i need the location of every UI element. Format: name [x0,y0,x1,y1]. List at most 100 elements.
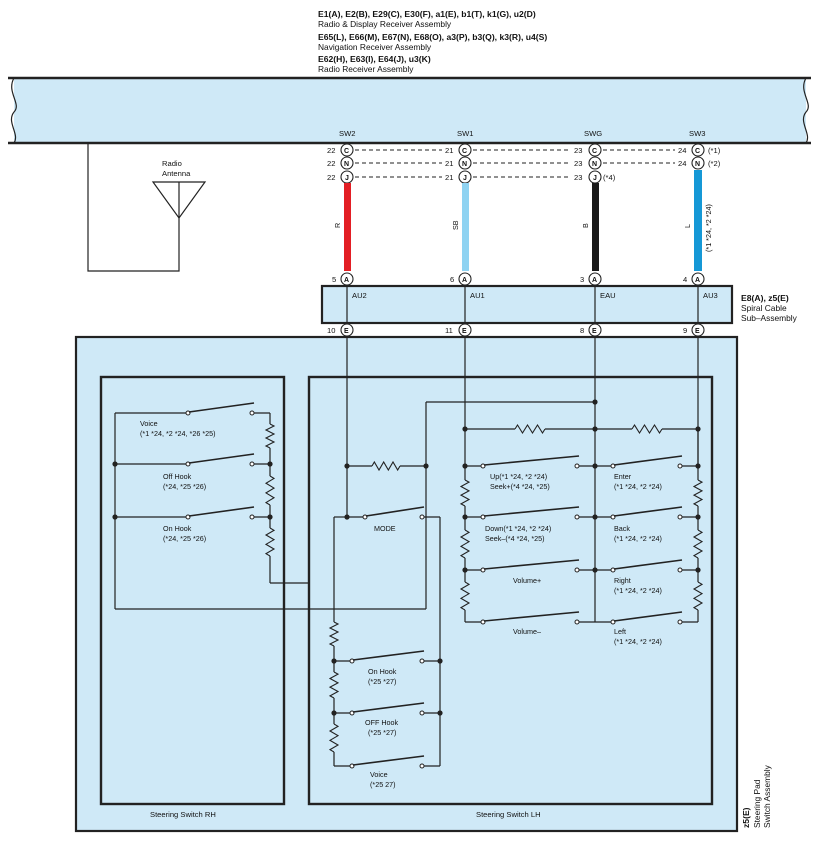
rh-voice-note: (*1 *24, *2 *24, *26 *25) [140,429,216,438]
resistor [328,671,340,699]
resistor [264,527,276,557]
switch-blade [483,559,580,570]
rh-onhook-label: On Hook [163,524,192,533]
switch-blade [613,559,683,570]
junction-dot [344,463,350,469]
rh-offhook-note: (*24, *25 *26) [163,482,206,491]
swg-conn-n: N [592,161,597,168]
junction-dot [592,514,598,520]
switch-blade [188,402,255,413]
wire-note-l: (*1 *24, *2 *24) [704,204,713,252]
spiral-bottom-connectors [340,323,705,337]
resistor [514,423,546,435]
switch-blade [352,650,425,661]
lh-back-note: (*1 *24, *2 *24) [614,534,662,543]
wire-sky-blue [462,183,469,271]
switch-blade [483,455,580,466]
sw1-pin-c: 21 [445,146,453,155]
terminal-sw1: SW1 [457,129,473,138]
junction-dot [695,567,701,573]
lh-offhook-label: OFF Hook [365,718,399,727]
spiral-top-conn-4: A [695,277,700,284]
sw3-pin-c: 24 [678,146,686,155]
header-line2-name: Navigation Receiver Assembly [318,42,432,52]
spiral-bottom-pin-4: 9 [683,326,687,335]
wire-code-r: R [333,223,342,228]
swg-pin-j: 23 [574,173,582,182]
header-line2-codes: E65(L), E66(M), E67(N), E68(O), a3(P), b… [318,32,547,42]
switch-contact [419,658,425,664]
spiral-terminal-eau: EAU [600,291,616,300]
wire-code-l: L [683,224,692,228]
sw2-conn-c: C [344,148,349,155]
sw2-pin-n: 22 [327,159,335,168]
wire-code-b: B [581,223,590,228]
switch-contact [677,514,683,520]
lh-onhook-note: (*25 *27) [368,677,396,686]
lh-volminus-label: Volume– [513,627,541,636]
lh-volplus-label: Volume+ [513,576,541,585]
lh-seekplus-label: Seek+(*4 *24, *25) [490,482,550,491]
sw2-conn-j: J [345,175,349,182]
lh-left-label: Left [614,627,626,636]
spiral-top-connectors [340,272,705,286]
junction-dot [695,514,701,520]
sw3-pin-n: 24 [678,159,686,168]
wire-code-sb: SB [451,220,460,230]
header-line1-name: Radio & Display Receiver Assembly [318,19,452,29]
lh-offhook-note: (*25 *27) [368,728,396,737]
switch-contact [419,763,425,769]
switch-blade [352,755,425,766]
sw2-pin-j: 22 [327,173,335,182]
junction-dot [437,658,443,664]
switch-circuit [112,336,704,769]
junction-dot [344,514,350,520]
resistor [328,723,340,753]
resistor [692,581,704,611]
steering-pad-box [74,335,739,833]
lh-left-note: (*1 *24, *2 *24) [614,637,662,646]
rh-onhook-note: (*24, *25 *26) [163,534,206,543]
junction-dot [462,426,468,432]
junction-dot [462,514,468,520]
spiral-top-conn-2: A [462,277,467,284]
spiral-top-pin-2: 6 [450,275,454,284]
switch-blade [188,506,255,517]
junction-dot [112,514,118,520]
header-line1-codes: E1(A), E2(B), E29(C), E30(F), a1(E), b1(… [318,9,536,19]
wire-red [344,183,351,271]
sw3-conn-c: C [695,148,700,155]
lh-voice-label: Voice [370,770,388,779]
steering-switch-lh-title: Steering Switch LH [476,810,541,819]
sw1-pin-j: 21 [445,173,453,182]
steering-switch-lh-box [307,375,714,806]
spiral-bottom-pin-3: 8 [580,326,584,335]
switch-blade [483,611,580,622]
switch-contact [419,710,425,716]
spiral-bottom-pin-2: 11 [445,326,453,335]
spiral-cable-name-2: Sub–Assembly [741,313,798,323]
junction-dot [267,514,273,520]
sw1-conn-c: C [462,148,467,155]
spiral-terminal-au3: AU3 [703,291,718,300]
wire-black [592,183,599,271]
steering-pad-name-1: Steering Pad [752,779,762,828]
spiral-top-pin-3: 3 [580,275,584,284]
switch-blade [613,611,683,622]
resistor [459,479,471,507]
receiver-connectors [340,143,705,184]
receiver-assembly-band [8,76,811,145]
junction-dot [267,461,273,467]
switch-contact [677,567,683,573]
sw3-note-n: (*2) [708,159,721,168]
swg-conn-c: C [592,148,597,155]
steering-pad-code: z5(E) [741,807,751,828]
lh-back-label: Back [614,524,630,533]
sw1-pin-n: 21 [445,159,453,168]
junction-dot [331,658,337,664]
lh-onhook-label: On Hook [368,667,397,676]
resistor [459,529,471,559]
junction-dot [112,461,118,467]
resistor [264,423,276,449]
